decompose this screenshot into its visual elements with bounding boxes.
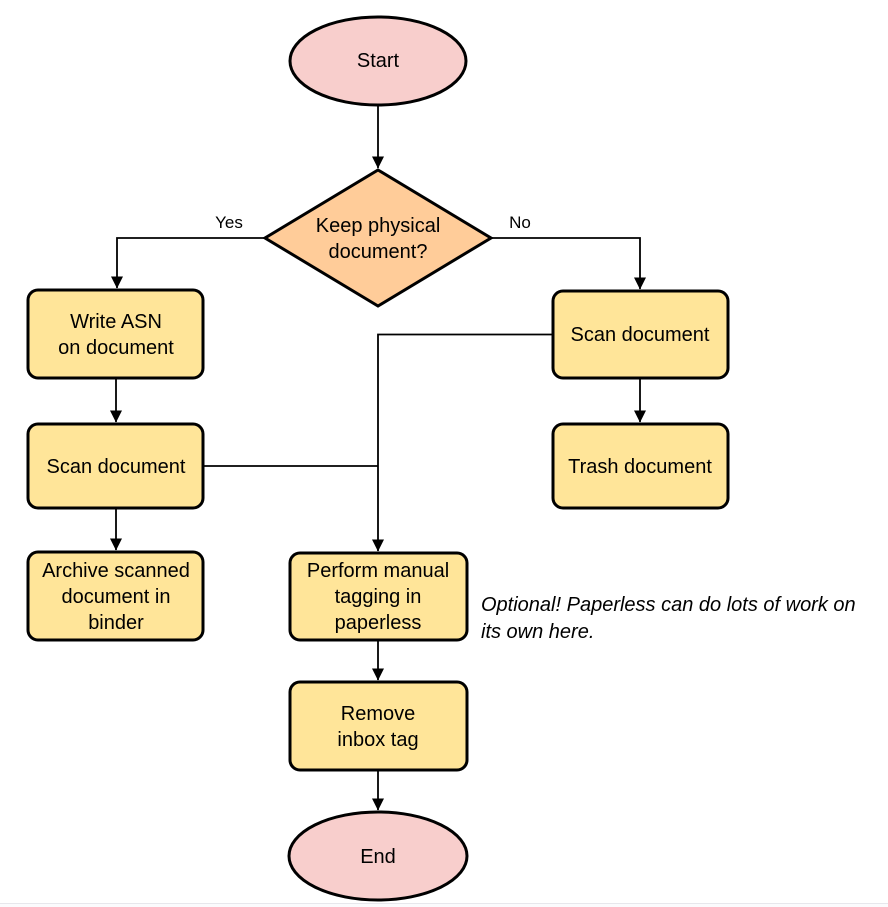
decision-node: Keep physical document? xyxy=(262,168,494,308)
edge-label-yes: Yes xyxy=(215,213,243,232)
archive-label-line2: document in xyxy=(62,586,171,608)
remove-inbox-label-line2: inbox tag xyxy=(337,729,418,751)
optional-note: Optional! Paperless can do lots of work … xyxy=(481,594,856,643)
end-label: End xyxy=(360,846,396,868)
remove-inbox-label-line1: Remove xyxy=(341,703,415,725)
archive-node: Archive scanned document in binder xyxy=(26,550,205,642)
scan-left-node: Scan document xyxy=(26,422,205,510)
note-line2: its own here. xyxy=(481,621,594,643)
remove-inbox-shape xyxy=(288,680,469,772)
end-node: End xyxy=(287,810,469,902)
decision-shape xyxy=(262,168,494,308)
trash-label: Trash document xyxy=(568,456,712,478)
write-asn-shape xyxy=(26,288,205,380)
edge-yes-branch xyxy=(111,237,265,289)
tagging-label-line3: paperless xyxy=(335,612,422,634)
page-bottom-strip xyxy=(0,904,888,907)
scan-right-node: Scan document xyxy=(551,289,730,380)
scan-right-shape xyxy=(551,289,730,380)
tagging-label-line2: tagging in xyxy=(335,586,422,608)
start-label: Start xyxy=(357,50,400,72)
archive-shape xyxy=(26,550,205,642)
archive-label-line1: Archive scanned xyxy=(42,560,190,582)
tagging-shape xyxy=(288,551,469,642)
note-line1: Optional! Paperless can do lots of work … xyxy=(481,594,856,616)
start-node: Start xyxy=(288,15,468,107)
tagging-label-line1: Perform manual xyxy=(307,560,449,582)
write-asn-label-line2: on document xyxy=(58,337,174,359)
edge-label-no: No xyxy=(509,213,531,232)
scan-left-shape xyxy=(26,422,205,510)
scan-left-label: Scan document xyxy=(47,456,186,478)
scan-right-label: Scan document xyxy=(571,324,710,346)
edge-no-branch xyxy=(491,237,646,290)
archive-label-line3: binder xyxy=(88,612,144,634)
write-asn-node: Write ASN on document xyxy=(26,288,205,380)
start-shape xyxy=(288,15,468,107)
edge-scanright-to-tagging xyxy=(372,333,553,552)
trash-node: Trash document xyxy=(551,422,730,510)
decision-label-line2: document? xyxy=(329,241,428,263)
remove-inbox-node: Remove inbox tag xyxy=(288,680,469,772)
trash-shape xyxy=(551,422,730,510)
tagging-node: Perform manual tagging in paperless xyxy=(288,551,469,642)
write-asn-label-line1: Write ASN xyxy=(70,311,162,333)
end-shape xyxy=(287,810,469,902)
decision-label-line1: Keep physical xyxy=(316,215,441,237)
